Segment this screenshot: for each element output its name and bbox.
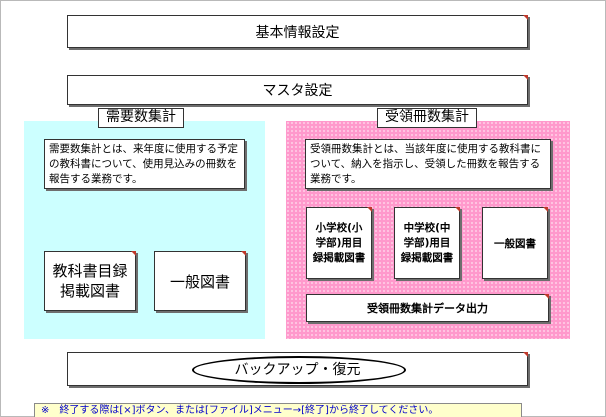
demand-panel-title: 需要数集計 <box>98 108 184 128</box>
demand-description: 需要数集計とは、来年度に使用する予定の教科書について、使用見込みの冊数を報告する… <box>44 139 245 189</box>
status-message: ※ 終了する際は[×]ボタン、または[ファイル]メニュー→[終了]から終了してく… <box>34 403 522 417</box>
junior-high-catalog-label: 中学校(中学部)用目録掲載図書 <box>400 221 454 264</box>
demand-general-books-label: 一般図書 <box>169 272 230 291</box>
comment-marker-icon <box>241 251 246 256</box>
comment-marker-icon <box>544 294 549 299</box>
master-settings-label: マスタ設定 <box>262 83 333 99</box>
basic-settings-label: 基本情報設定 <box>255 24 340 41</box>
comment-marker-icon <box>523 352 528 357</box>
received-description: 受領冊数集計とは、当該年度に使用する教科書について、納入を指示し、受領した冊数を… <box>305 139 551 189</box>
junior-high-catalog-button[interactable]: 中学校(中学部)用目録掲載図書 <box>394 207 460 279</box>
received-data-output-button[interactable]: 受領冊数集計データ出力 <box>306 294 549 322</box>
received-general-books-button[interactable]: 一般図書 <box>482 207 548 279</box>
comment-marker-icon <box>523 15 528 20</box>
comment-marker-icon <box>455 207 460 212</box>
elementary-catalog-label: 小学校(小学部)用目録掲載図書 <box>312 221 366 264</box>
textbook-catalog-button[interactable]: 教科書目録掲載図書 <box>44 251 136 311</box>
textbook-catalog-label: 教科書目録掲載図書 <box>52 262 128 300</box>
comment-marker-icon <box>543 207 548 212</box>
elementary-catalog-button[interactable]: 小学校(小学部)用目録掲載図書 <box>306 207 372 279</box>
received-panel-title: 受領冊数集計 <box>377 108 477 128</box>
comment-marker-icon <box>523 75 528 80</box>
received-general-books-label: 一般図書 <box>494 237 536 250</box>
highlight-oval <box>192 356 406 384</box>
comment-marker-icon <box>131 251 136 256</box>
basic-settings-button[interactable]: 基本情報設定 <box>67 15 528 48</box>
master-settings-button[interactable]: マスタ設定 <box>67 75 528 105</box>
received-data-output-label: 受領冊数集計データ出力 <box>367 302 488 315</box>
demand-general-books-button[interactable]: 一般図書 <box>154 251 246 311</box>
comment-marker-icon <box>367 207 372 212</box>
